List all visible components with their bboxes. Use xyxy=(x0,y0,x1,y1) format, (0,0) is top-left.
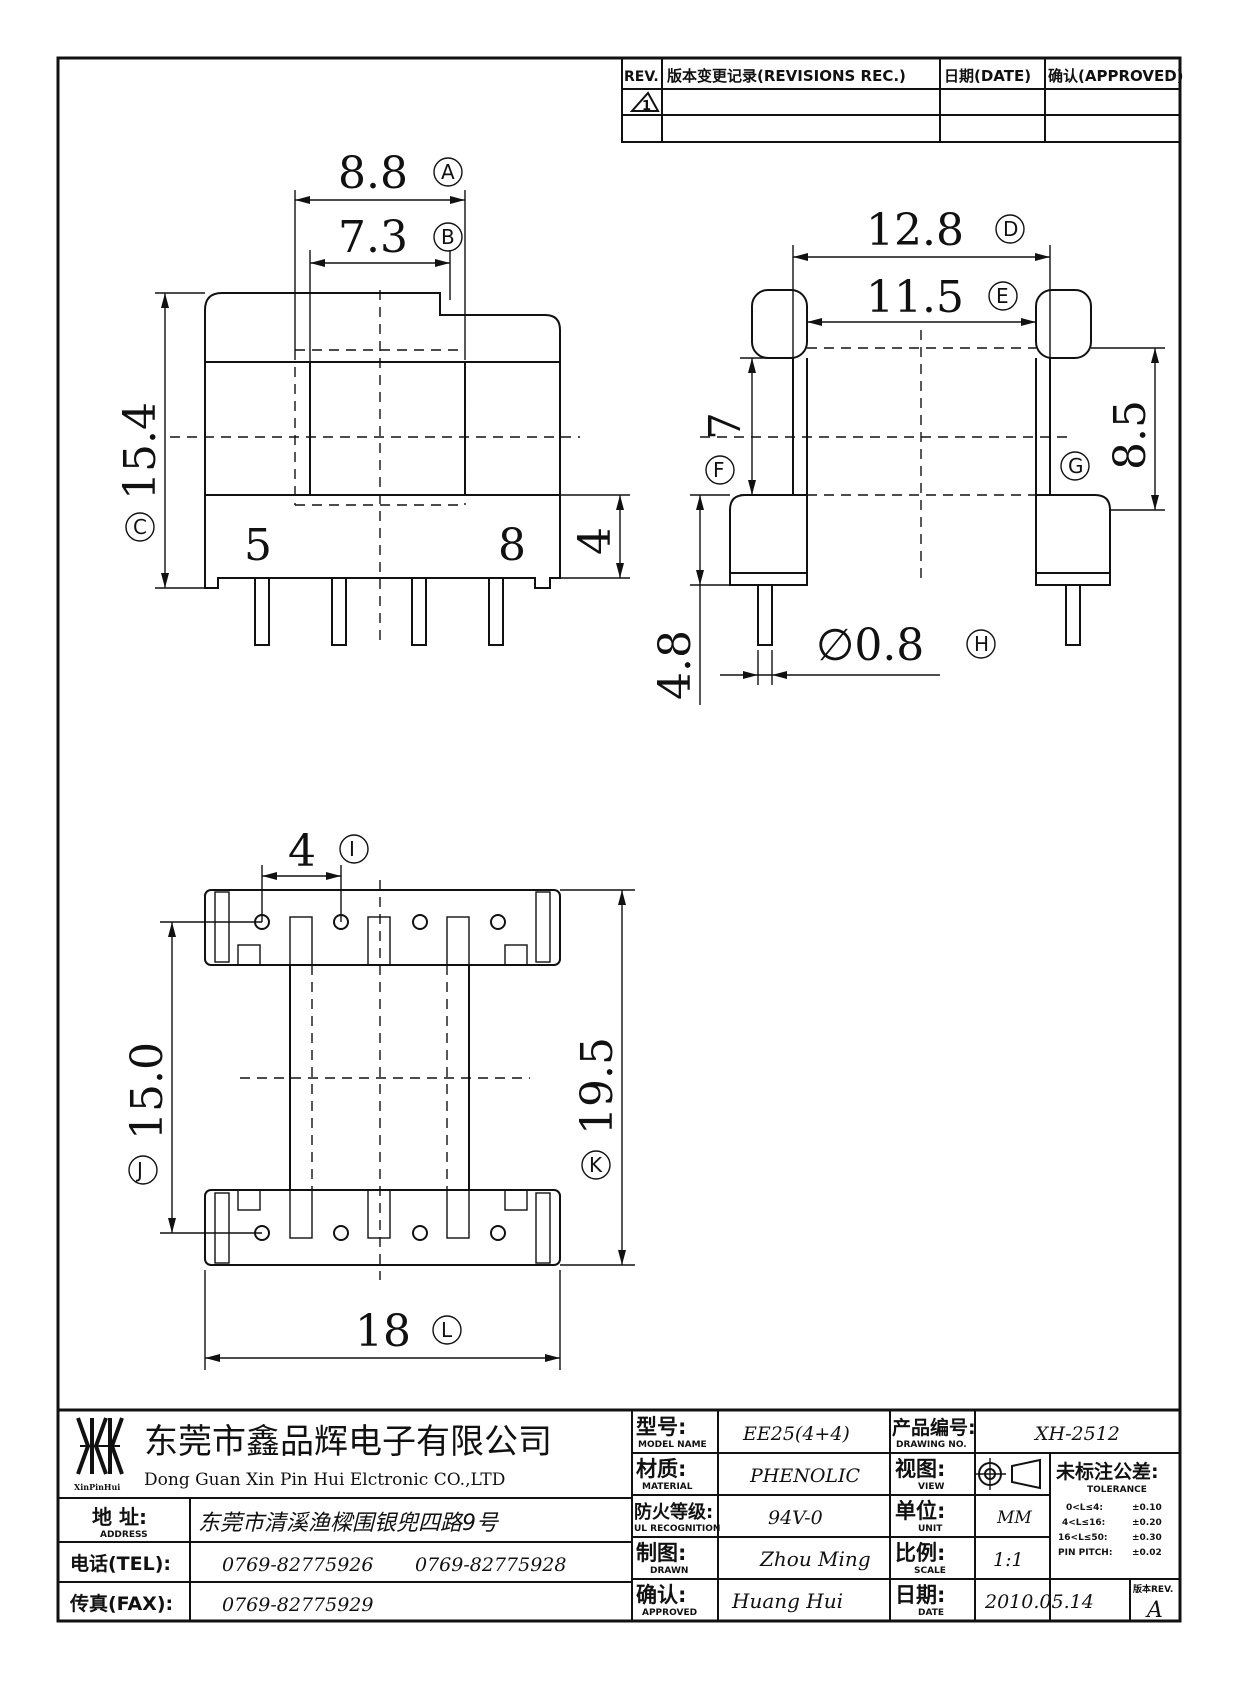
material-label-en: MATERIAL xyxy=(642,1482,693,1492)
unit-value: MM xyxy=(996,1508,1032,1528)
tol-range-1: 0<L≤4: xyxy=(1066,1503,1103,1513)
dim-i-value: 4 xyxy=(288,826,316,877)
scale-value: 1:1 xyxy=(993,1549,1024,1571)
dim-j-tag: J xyxy=(135,1158,143,1182)
dim-c-value: 15.4 xyxy=(115,402,166,500)
dim-b-value: 7.3 xyxy=(338,212,408,263)
fax-value: 0769-82775929 xyxy=(222,1594,373,1616)
dim-a-tag: A xyxy=(441,160,455,184)
drawing-no-label: 产品编号: xyxy=(892,1416,976,1439)
drawn-label: 制图: xyxy=(636,1541,686,1565)
date-label: 日期: xyxy=(895,1583,945,1607)
company-name-en: Dong Guan Xin Pin Hui Elctronic CO.,LTD xyxy=(144,1470,505,1490)
tel-label: 电话(TEL): xyxy=(70,1552,171,1575)
side-view: 12.8 D 11.5 E 7 F 8.5 G 4.8 xyxy=(650,205,1165,705)
rev-label: 版本REV. xyxy=(1132,1583,1173,1595)
unit-label-en: UNIT xyxy=(918,1524,943,1534)
revision-row-number: 1 xyxy=(642,99,651,114)
drawn-value: Zhou Ming xyxy=(759,1547,871,1571)
address-label: 地 址: xyxy=(92,1505,147,1529)
projection-symbol-icon xyxy=(974,1458,1041,1490)
logo-text: XinPinHui xyxy=(74,1482,120,1492)
dim-d-value: 12.8 xyxy=(866,205,964,256)
rev-header: REV. xyxy=(624,69,659,85)
tol-value-2: ±0.20 xyxy=(1132,1518,1162,1528)
date-label-en: DATE xyxy=(918,1608,944,1618)
approved-value: Huang Hui xyxy=(731,1589,843,1613)
bottom-view: 4 I 15.0 J 19.5 K 18 L xyxy=(122,826,635,1370)
dim-4-value: 4 xyxy=(570,527,621,555)
tol-range-4: PIN PITCH: xyxy=(1058,1548,1112,1558)
dim-g-value: 8.5 xyxy=(1105,400,1156,470)
approved-header: 确认(APPROVED) xyxy=(1048,67,1184,85)
scale-label: 比例: xyxy=(895,1541,945,1565)
address-value: 东莞市清溪渔樑围银兜四路9号 xyxy=(198,1511,499,1536)
fax-label: 传真(FAX): xyxy=(69,1592,173,1615)
dim-f-value: 7 xyxy=(700,412,751,440)
sheet-border xyxy=(56,56,1182,1623)
front-view: 8.8 A 7.3 B 15.4 C 4 5 8 xyxy=(115,148,630,646)
dim-a-value: 8.8 xyxy=(338,148,408,199)
dim-48-value: 4.8 xyxy=(650,630,701,700)
rev-value: A xyxy=(1145,1598,1163,1623)
dim-k-tag: K xyxy=(589,1153,603,1177)
title-block: XinPinHui 东莞市鑫品辉电子有限公司 Dong Guan Xin Pin… xyxy=(58,1408,1180,1623)
pin-label-right: 8 xyxy=(498,520,526,571)
revision-triangle-icon xyxy=(629,91,660,112)
tolerance-title-en: TOLERANCE xyxy=(1087,1485,1147,1495)
dim-e-value: 11.5 xyxy=(866,272,964,323)
tol-value-1: ±0.10 xyxy=(1132,1503,1162,1513)
scale-label-en: SCALE xyxy=(914,1566,946,1576)
model-label: 型号: xyxy=(636,1415,686,1439)
dim-l-value: 18 xyxy=(355,1306,411,1357)
dim-b-tag: B xyxy=(441,225,455,249)
view-label: 视图: xyxy=(895,1457,945,1481)
material-label: 材质: xyxy=(636,1457,686,1481)
drawn-label-en: DRAWN xyxy=(650,1566,688,1576)
material-value: PHENOLIC xyxy=(749,1465,861,1487)
ul-label: 防火等级: xyxy=(634,1501,713,1523)
ul-value: 94V-0 xyxy=(768,1507,823,1529)
company-name-cn: 东莞市鑫品辉电子有限公司 xyxy=(144,1422,552,1462)
tol-value-3: ±0.30 xyxy=(1132,1533,1162,1543)
dim-i-tag: I xyxy=(349,837,355,861)
address-label-en: ADDRESS xyxy=(100,1530,148,1540)
model-label-en: MODEL NAME xyxy=(638,1440,707,1450)
dim-k-value: 19.5 xyxy=(572,1037,623,1135)
tel-value-1: 0769-82775926 xyxy=(222,1554,373,1576)
approved-label-en: APPROVED xyxy=(642,1608,697,1618)
dim-h-tag: H xyxy=(974,632,989,656)
tol-value-4: ±0.02 xyxy=(1132,1548,1162,1558)
pin-label-left: 5 xyxy=(244,520,272,571)
tol-range-2: 4<L≤16: xyxy=(1062,1518,1105,1528)
revision-table: REV. 版本变更记录(REVISIONS REC.) 日期(DATE) 确认(… xyxy=(621,57,1184,143)
dim-d-tag: D xyxy=(1003,217,1018,241)
date-header: 日期(DATE) xyxy=(944,67,1031,85)
tol-range-3: 16<L≤50: xyxy=(1058,1533,1107,1543)
dim-c-tag: C xyxy=(133,515,147,539)
dim-j-value: 15.0 xyxy=(122,1042,173,1140)
dim-l-tag: L xyxy=(441,1318,453,1342)
date-value: 2010.05.14 xyxy=(984,1591,1094,1613)
drawing-no-value: XH-2512 xyxy=(1033,1423,1120,1445)
dim-f-tag: F xyxy=(713,458,725,482)
dim-h-value: ∅0.8 xyxy=(816,620,924,671)
view-label-en: VIEW xyxy=(918,1482,944,1492)
drawing-no-label-en: DRAWING NO. xyxy=(896,1440,967,1450)
tolerance-title: 未标注公差: xyxy=(1055,1460,1159,1483)
approved-label: 确认: xyxy=(636,1583,686,1607)
ul-label-en: UL RECOGNITION xyxy=(634,1524,720,1534)
tel-value-2: 0769-82775928 xyxy=(415,1554,566,1576)
dim-g-tag: G xyxy=(1068,454,1084,478)
company-logo xyxy=(76,1417,124,1475)
unit-label: 单位: xyxy=(895,1499,945,1523)
revision-record-header: 版本变更记录(REVISIONS REC.) xyxy=(667,67,906,85)
model-value: EE25(4+4) xyxy=(742,1423,850,1445)
dim-e-tag: E xyxy=(996,284,1009,308)
